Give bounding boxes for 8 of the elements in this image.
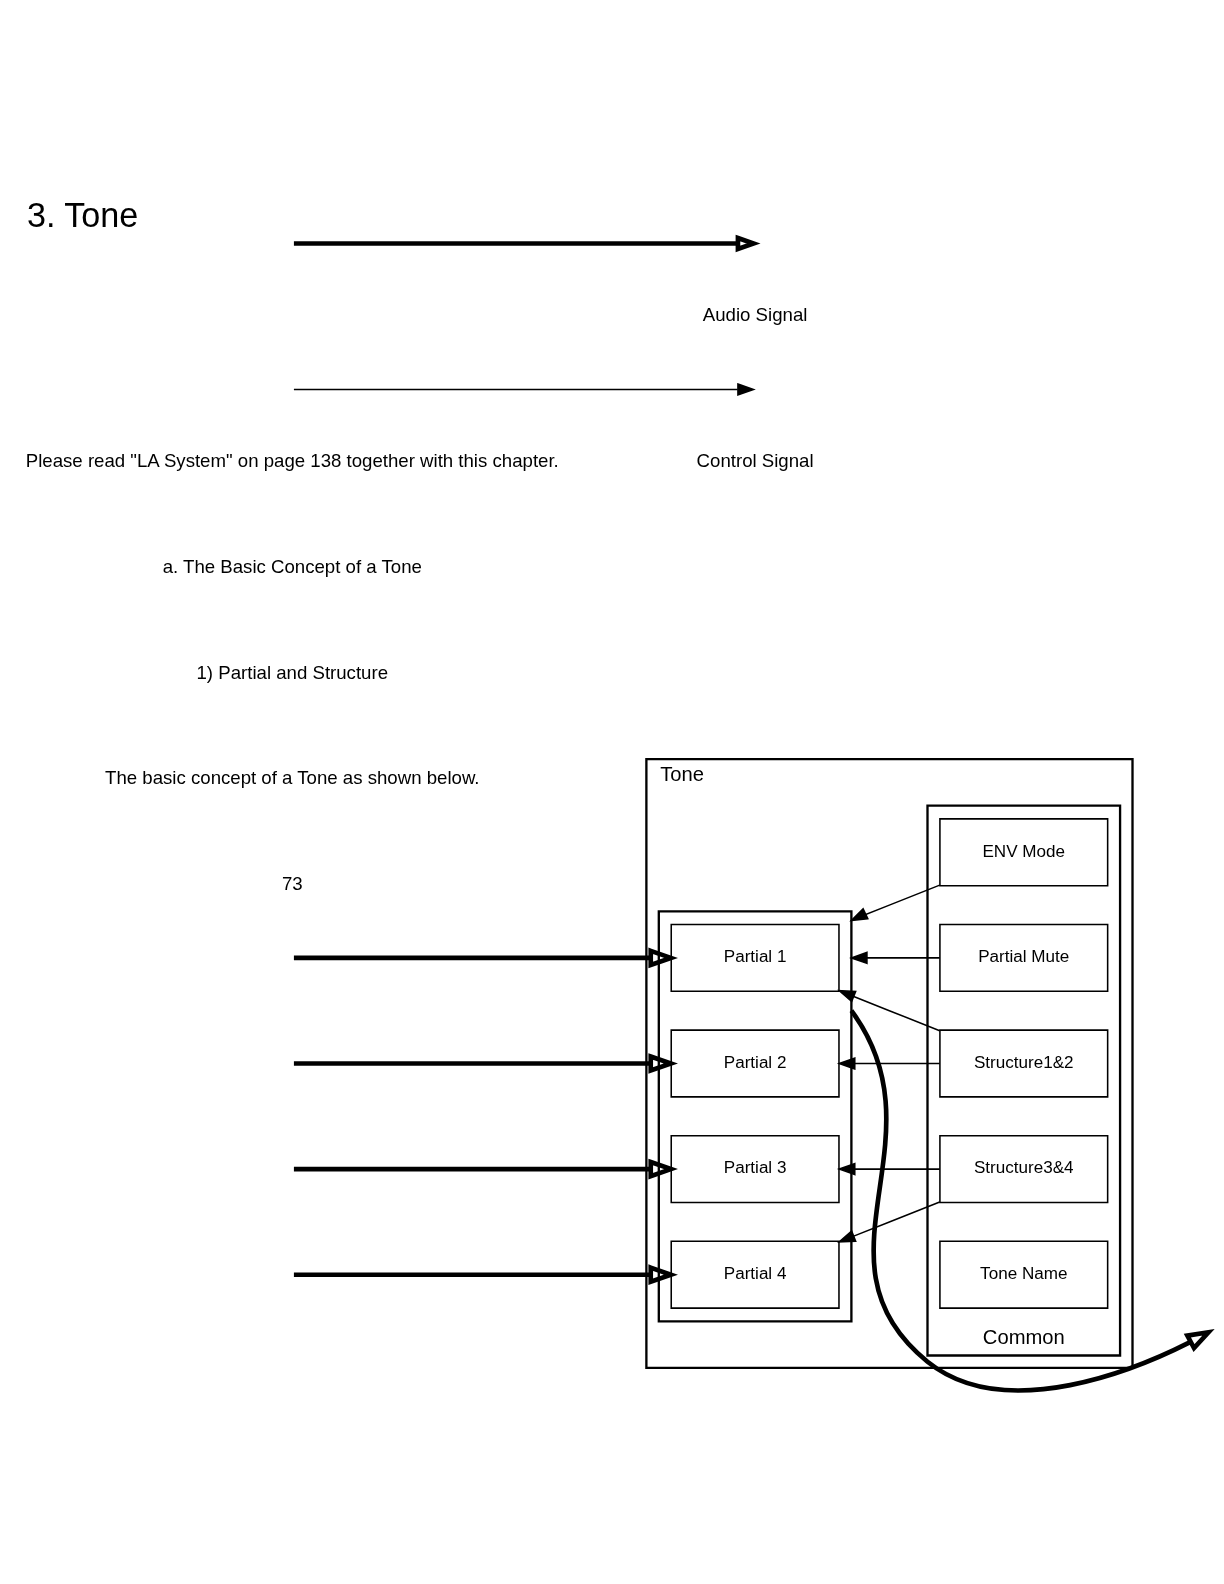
label: Please read "LA System" on page 138 together with this chapter.	[25, 450, 559, 472]
label: a. The Basic Concept of a Tone	[162, 555, 422, 577]
diagram-title: 3. Tone	[26, 195, 139, 234]
label: The basic concept of a Tone as shown below.	[105, 767, 480, 789]
legend-label: Audio Signal	[702, 304, 808, 326]
label: 73	[281, 872, 303, 894]
legend-label: Control Signal	[696, 450, 814, 472]
label: 1) Partial and Structure	[196, 661, 389, 683]
